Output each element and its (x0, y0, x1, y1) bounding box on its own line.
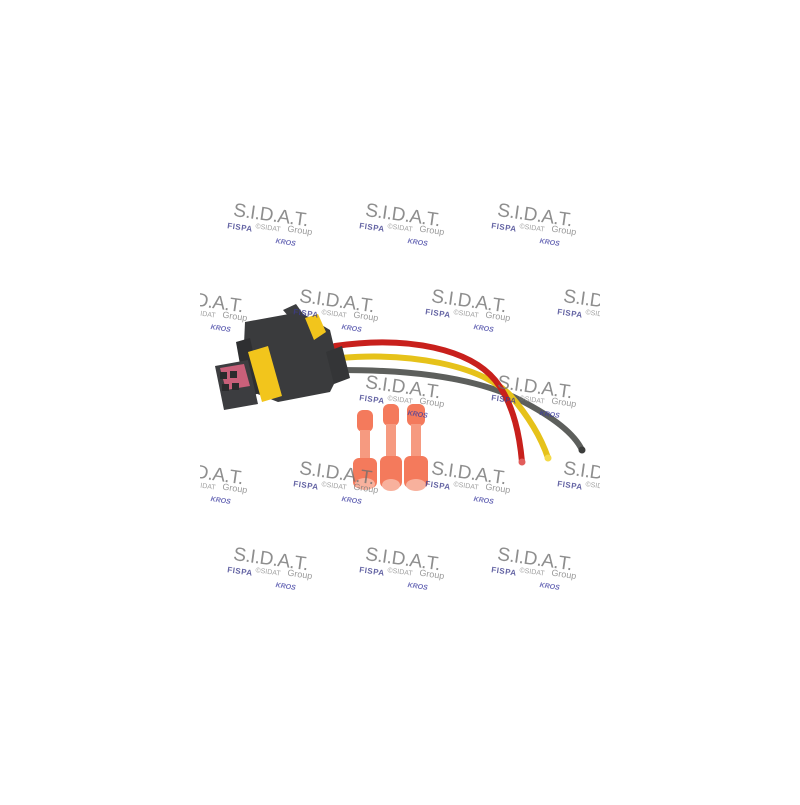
butt-connector-3 (404, 404, 428, 491)
butt-connector-1 (353, 410, 377, 490)
butt-connector-2 (380, 404, 402, 491)
butt-connectors (353, 404, 428, 491)
red-wire (332, 339, 525, 465)
grey-wire (337, 367, 585, 453)
wires (332, 339, 586, 466)
connector (215, 304, 350, 410)
